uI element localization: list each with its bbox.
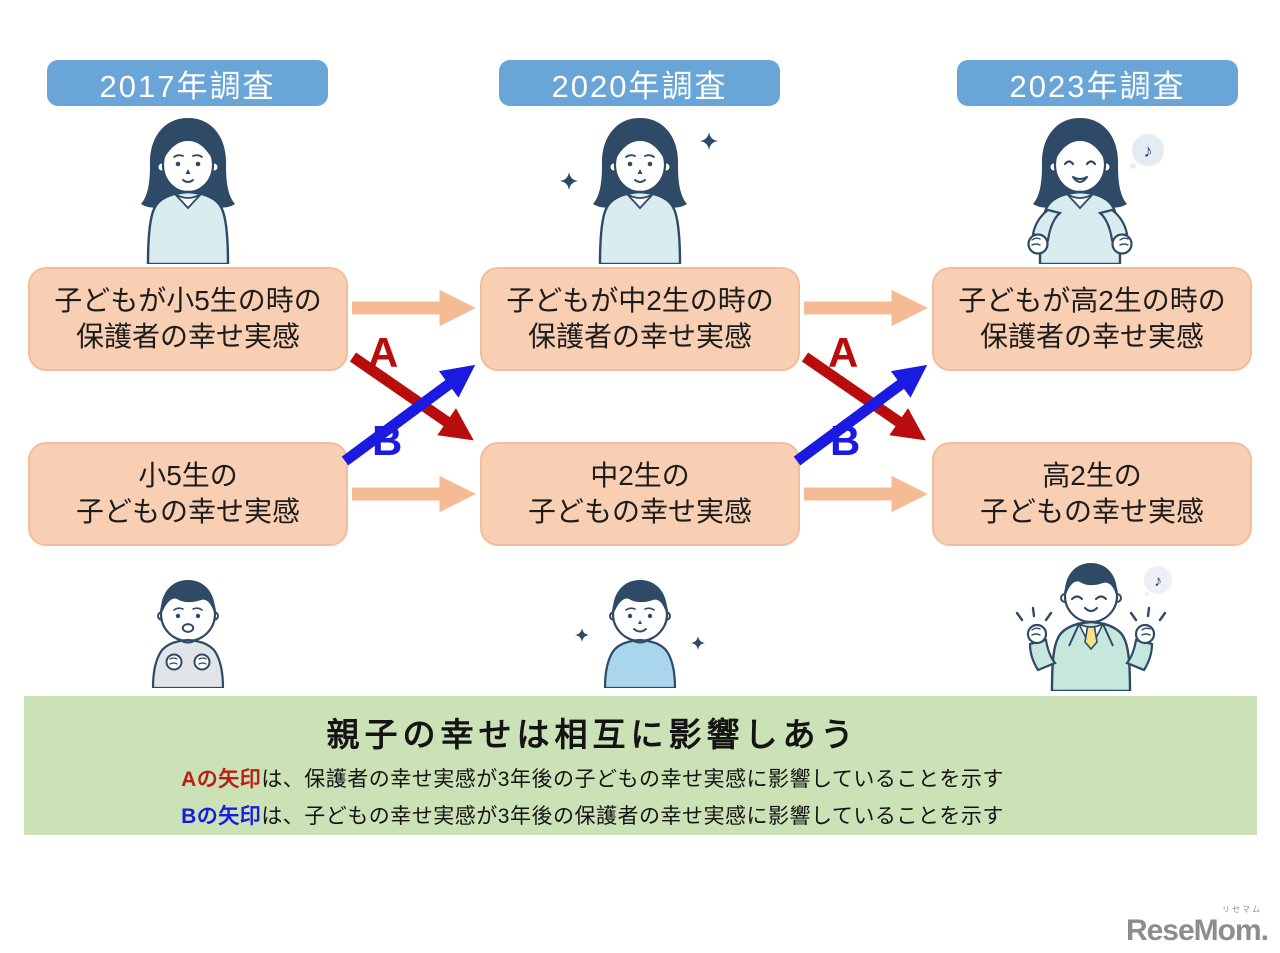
legend-box: 親子の幸せは相互に影響しあう Aの矢印は、保護者の幸せ実感が3年後の子どもの幸せ… xyxy=(24,696,1257,835)
arrow-b-label: B xyxy=(372,417,403,464)
music-note-bubble xyxy=(1144,566,1172,594)
legend-a-text: は、保護者の幸せ実感が3年後の子どもの幸せ実感に影響していることを示す xyxy=(261,768,1004,791)
legend-line-a: Aの矢印は、保護者の幸せ実感が3年後の子どもの幸せ実感に影響していることを示す xyxy=(24,763,1161,793)
resemom-logo-text: ReseMom. xyxy=(1125,914,1269,947)
sparkle-icon xyxy=(691,636,705,650)
child-box-2017: 小5生の 子どもの幸せ実感 xyxy=(28,442,348,546)
tie xyxy=(1084,626,1098,651)
resemom-logo: リセマム ReseMom. xyxy=(1125,905,1269,948)
parent-box-line2: 保護者の幸せ実感 xyxy=(75,321,300,352)
arrow-a-label: A xyxy=(368,329,399,376)
parent-box-line2: 保護者の幸せ実感 xyxy=(527,321,752,352)
parent-box-line1: 子どもが小5生の時の xyxy=(54,285,322,317)
parent-box-line1: 子どもが中2生の時の xyxy=(506,285,774,317)
parent-box-2017: 子どもが小5生の時の 保護者の幸せ実感 xyxy=(28,267,348,371)
child-box-line2: 子どもの幸せ実感 xyxy=(979,496,1204,527)
child-box-line1: 小5生の xyxy=(138,460,238,492)
legend-a-lead: Aの矢印 xyxy=(181,768,262,791)
emphasis-marks xyxy=(1015,606,1167,622)
legend-b-lead: Bの矢印 xyxy=(181,805,262,828)
child-box-2020: 中2生の 子どもの幸せ実感 xyxy=(480,442,800,546)
parent-2023-illustration: ♪ xyxy=(1027,118,1164,264)
child-2020-illustration xyxy=(575,580,705,688)
year-badge-2017: 2017年調査 xyxy=(47,60,328,106)
child-2017-illustration xyxy=(151,580,225,688)
resemom-logo-ruby: リセマム xyxy=(1222,905,1262,914)
sparkle-icon xyxy=(560,172,578,190)
legend-b-text: は、子どもの幸せ実感が3年後の保護者の幸せ実感に影響していることを示す xyxy=(261,805,1004,828)
parent-box-2023: 子どもが高2生の時の 保護者の幸せ実感 xyxy=(932,267,1252,371)
child-box-2023: 高2生の 子どもの幸せ実感 xyxy=(932,442,1252,546)
music-note-icon: ♪ xyxy=(1144,141,1153,161)
legend-line-b: Bの矢印は、子どもの幸せ実感が3年後の保護者の幸せ実感に影響していることを示す xyxy=(24,800,1161,830)
sparkle-icon xyxy=(700,132,718,150)
parent-box-line1: 子どもが高2生の時の xyxy=(958,285,1226,317)
music-note-icon: ♪ xyxy=(1154,573,1162,590)
parent-box-line2: 保護者の幸せ実感 xyxy=(979,321,1204,352)
child-box-line2: 子どもの幸せ実感 xyxy=(527,496,752,527)
child-box-line2: 子どもの幸せ実感 xyxy=(75,496,300,527)
parent-2020-illustration xyxy=(560,118,718,264)
year-badge-2023: 2023年調査 xyxy=(957,60,1238,106)
child-2023-illustration: ♪ xyxy=(1015,563,1172,691)
arrow-a-label: A xyxy=(828,329,859,376)
arrow-b-label: B xyxy=(830,417,861,464)
child-box-line1: 中2生の xyxy=(590,460,690,492)
parent-2017-illustration xyxy=(141,118,235,264)
child-box-line1: 高2生の xyxy=(1042,460,1142,492)
sparkle-icon xyxy=(575,628,589,642)
parent-box-2020: 子どもが中2生の時の 保護者の幸せ実感 xyxy=(480,267,800,371)
year-badge-2020: 2020年調査 xyxy=(499,60,780,106)
music-note-bubble xyxy=(1132,134,1164,166)
legend-title: 親子の幸せは相互に影響しあう xyxy=(326,716,859,753)
